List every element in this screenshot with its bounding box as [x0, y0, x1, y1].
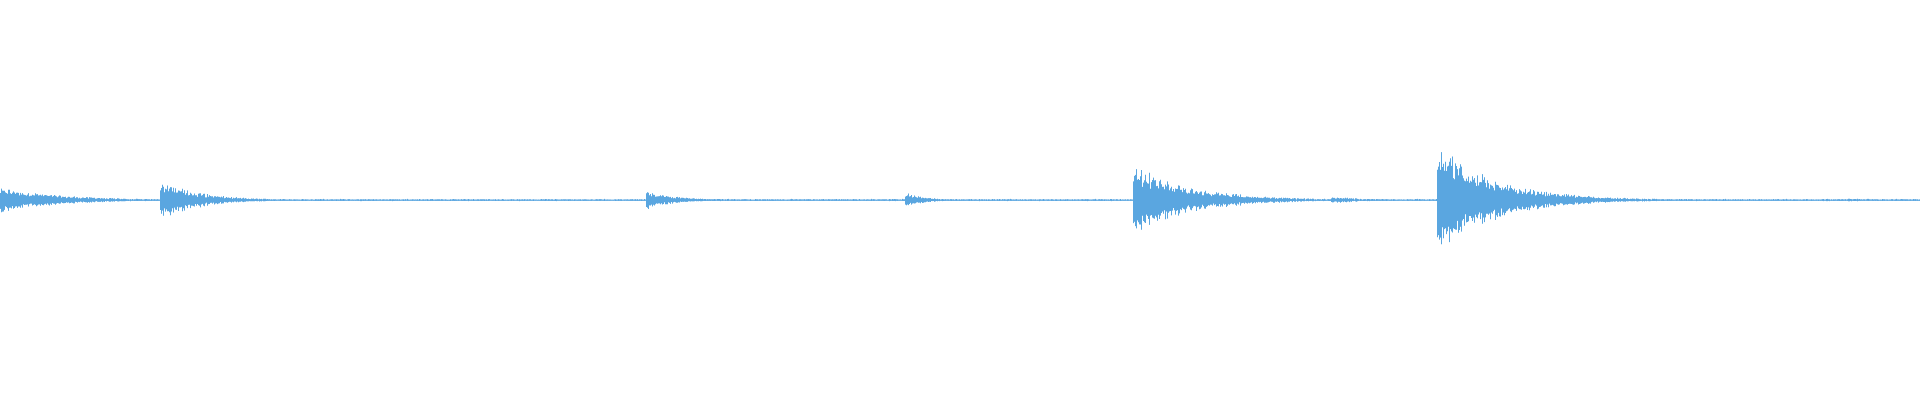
waveform-samples: [0, 152, 1920, 245]
